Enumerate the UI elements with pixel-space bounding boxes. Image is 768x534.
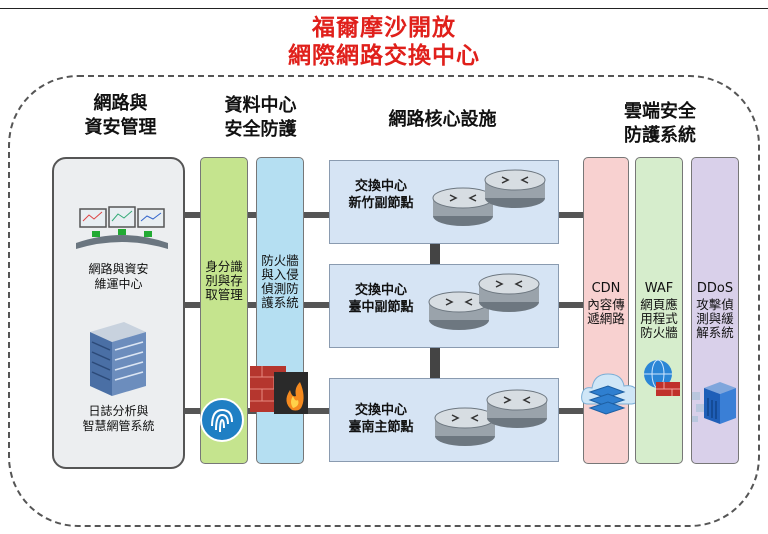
router-icon [434, 407, 496, 446]
dc-column-firewall-label: 防火牆與入侵偵測防護系統 [261, 253, 299, 310]
mgmt-label-ops-line2: 維運中心 [94, 277, 143, 291]
header-mgmt: 網路與 資安管理 [58, 92, 183, 140]
header-cloud: 雲端安全 防護系統 [590, 100, 730, 148]
cloud-column-ddos-label: 攻擊偵測與緩解系統 [696, 297, 734, 340]
mgmt-label-log-line1: 日誌分析與 [88, 404, 149, 418]
connector-right-top [558, 212, 584, 218]
cloud-column-waf-title: WAF [644, 281, 674, 296]
header-dc-line1: 資料中心 [224, 95, 297, 116]
cloud-column-cdn [583, 157, 629, 464]
dc-column-iam-label: 身分識別與存取管理 [205, 259, 243, 302]
core-node-tainan-line1: 交換中心 [354, 403, 407, 418]
mgmt-label-ops: 網路與資安 維運中心 [55, 262, 182, 292]
router-icon [486, 389, 548, 428]
mgmt-label-ops-line1: 網路與資安 [88, 262, 149, 276]
core-node-hsinchu-line1: 交換中心 [354, 179, 407, 194]
cloud-column-waf-label: 網頁應用程式防火牆 [640, 297, 678, 340]
mgmt-label-log: 日誌分析與 智慧網管系統 [55, 404, 182, 434]
top-divider [0, 8, 768, 9]
core-node-hsinchu-line2: 新竹副節點 [348, 196, 414, 211]
web-firewall-icon [644, 359, 680, 396]
ddos-shield-icon [692, 382, 736, 424]
diagram-title-line1: 福爾摩沙開放 [312, 15, 456, 41]
core-link-upper [430, 244, 440, 264]
connector-right-middle [558, 302, 584, 308]
router-icon [484, 169, 546, 208]
cloud-column-waf [635, 157, 683, 464]
diagram-title-line2: 網際網路交換中心 [288, 43, 480, 69]
core-node-hsinchu-label: 交換中心 新竹副節點 [336, 178, 426, 212]
header-dc: 資料中心 安全防護 [198, 94, 323, 142]
fingerprint-icon [200, 398, 244, 442]
control-room-icon [76, 206, 168, 249]
core-link-lower [430, 348, 440, 378]
dashed-outer-frame [8, 75, 760, 527]
header-dc-line2: 安全防護 [224, 119, 297, 140]
firewall-icon [250, 366, 308, 414]
header-cloud-line1: 雲端安全 [624, 101, 696, 122]
core-node-taichung-line2: 臺中副節點 [348, 300, 414, 315]
mgmt-label-log-line2: 智慧網管系統 [82, 419, 155, 433]
cloud-server-icon [581, 373, 639, 415]
header-mgmt-line1: 網路與 [93, 93, 148, 114]
core-node-tainan-line2: 臺南主節點 [348, 420, 414, 435]
router-icon [428, 291, 490, 330]
cloud-column-cdn-title: CDN [591, 281, 621, 296]
header-cloud-line2: 防護系統 [624, 125, 696, 146]
router-icon [432, 187, 494, 226]
cloud-column-cdn-label: 內容傳遞網路 [587, 297, 625, 326]
core-node-taichung-label: 交換中心 臺中副節點 [336, 282, 426, 316]
header-mgmt-line2: 資安管理 [84, 117, 157, 138]
header-core: 網路核心設施 [388, 109, 497, 130]
core-node-taichung-line1: 交換中心 [354, 283, 407, 298]
core-node-tainan-label: 交換中心 臺南主節點 [336, 402, 426, 436]
server-rack-icon [90, 322, 146, 396]
router-icon [478, 273, 540, 312]
connector-right-bottom [558, 408, 584, 414]
cloud-column-ddos-title: DDoS [696, 281, 734, 296]
